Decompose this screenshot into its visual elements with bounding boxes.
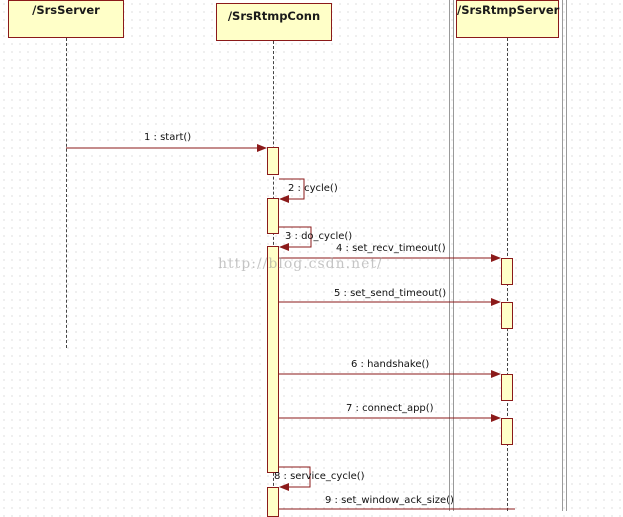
swimlane-separator bbox=[453, 0, 454, 511]
swimlane-separator bbox=[562, 0, 563, 511]
message-label-service-cycle: 8 : service_cycle() bbox=[274, 471, 365, 482]
message-arrow-do-cycle bbox=[279, 226, 312, 251]
message-arrow-service-cycle bbox=[279, 466, 311, 491]
message-label-start: 1 : start() bbox=[144, 132, 192, 143]
message-label-set-send-timeout: 5 : set_send_timeout() bbox=[334, 288, 447, 299]
message-arrow-cycle bbox=[279, 178, 305, 203]
swimlane-separator bbox=[449, 0, 450, 511]
message-label-set-recv-timeout: 4 : set_recv_timeout() bbox=[336, 243, 446, 254]
activation-bar-handshake[interactable] bbox=[501, 374, 513, 401]
activation-bar-cycle[interactable] bbox=[267, 198, 279, 234]
watermark: http://blog.csdn.net/ bbox=[218, 256, 383, 272]
swimlane-separator bbox=[566, 0, 567, 511]
activation-bar-connect-app[interactable] bbox=[501, 418, 513, 445]
message-label-cycle: 2 : cycle() bbox=[288, 183, 338, 194]
activation-bar-do-cycle[interactable] bbox=[267, 246, 279, 473]
lifeline-header-srs-server[interactable]: /SrsServer bbox=[8, 0, 124, 38]
lifeline-header-srs-rtmp-conn[interactable]: /SrsRtmpConn bbox=[216, 3, 332, 41]
lifeline-header-srs-rtmp-server[interactable]: /SrsRtmpServer bbox=[456, 0, 559, 38]
message-label-set-window-ack-size: 9 : set_window_ack_size() bbox=[325, 495, 454, 506]
activation-bar-set-recv-timeout[interactable] bbox=[501, 258, 513, 285]
activation-bar-set-send-timeout[interactable] bbox=[501, 302, 513, 329]
activation-bar-start[interactable] bbox=[267, 147, 279, 175]
message-label-do-cycle: 3 : do_cycle() bbox=[285, 231, 353, 242]
lifeline-srs-server bbox=[66, 38, 67, 348]
message-label-handshake: 6 : handshake() bbox=[351, 359, 430, 370]
message-label-connect-app: 7 : connect_app() bbox=[346, 403, 434, 414]
